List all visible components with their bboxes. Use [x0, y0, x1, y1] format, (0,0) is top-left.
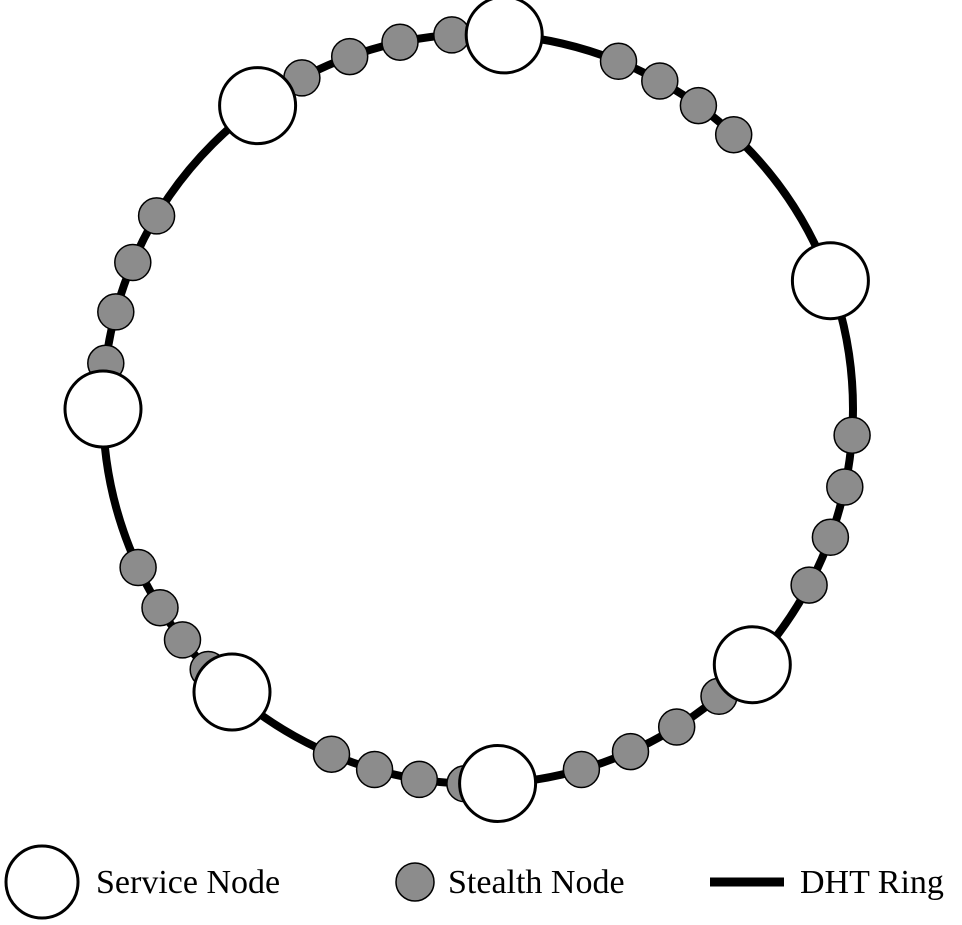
stealth-node	[562, 750, 601, 789]
stealth-node	[826, 468, 864, 506]
service-node	[63, 369, 143, 449]
stealth-node	[137, 197, 176, 235]
service-node-group	[63, 0, 870, 823]
service-node	[712, 625, 792, 705]
stealth-node	[330, 37, 369, 76]
stealth-node	[97, 293, 135, 331]
service-node	[458, 744, 538, 823]
stealth-node	[790, 566, 828, 604]
legend-dht-ring-label: DHT Ring	[800, 864, 944, 901]
stealth-node	[599, 42, 638, 81]
stealth-node	[355, 750, 394, 789]
stealth-node	[833, 416, 871, 454]
stealth-node	[641, 62, 679, 100]
legend-service-node-label: Service Node	[96, 864, 280, 901]
legend-stealth-node-label: Stealth Node	[448, 864, 625, 901]
stealth-node	[381, 23, 419, 61]
stealth-node	[119, 548, 157, 587]
service-node	[464, 0, 544, 75]
service-node	[192, 652, 272, 732]
stealth-node	[141, 588, 179, 627]
stealth-node	[714, 115, 753, 154]
stealth-node	[679, 86, 718, 125]
stealth-node	[611, 732, 650, 771]
service-node	[790, 241, 870, 321]
stealth-node	[163, 621, 202, 659]
legend: Service Node Stealth Node DHT Ring	[4, 844, 944, 920]
stealth-node	[657, 708, 696, 746]
stealth-node	[114, 243, 152, 282]
legend-service-node-swatch	[4, 844, 80, 920]
stealth-node	[400, 760, 439, 799]
legend-stealth-node-swatch	[395, 862, 435, 902]
service-node	[218, 66, 298, 146]
stealth-node	[312, 735, 351, 773]
stealth-node	[811, 518, 850, 557]
stealth-node	[433, 16, 471, 54]
